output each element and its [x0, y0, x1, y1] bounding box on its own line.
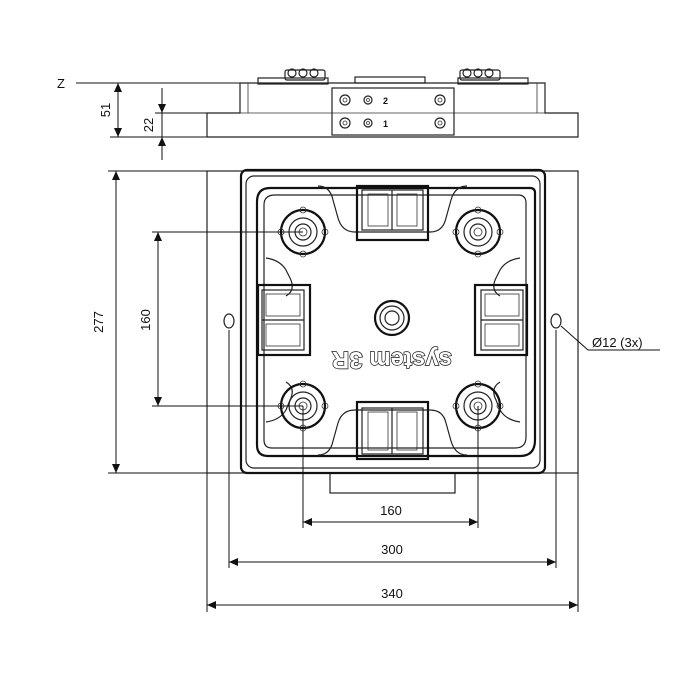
side-clamp-right [457, 68, 529, 85]
dim-340: 340 [206, 473, 579, 612]
dim-51-label: 51 [98, 103, 113, 117]
dim-300: 300 [228, 330, 557, 568]
hole-callout: Ø12 (3x) [560, 325, 660, 351]
dim-160-vertical: 160 [138, 231, 303, 407]
dim-300-label: 300 [381, 542, 403, 557]
clamp-unit-top-right [452, 206, 504, 258]
dim-277: 277 [91, 170, 207, 474]
z-label: Z [57, 76, 65, 91]
chuck-body-inner [255, 186, 537, 458]
dim-277-label: 277 [91, 311, 106, 333]
ref-block-bottom [355, 400, 430, 461]
ref-block-left [256, 283, 312, 357]
side-port-block: 2 1 [331, 87, 455, 136]
mounting-hole-right [550, 313, 562, 329]
dim-160-vertical-label: 160 [138, 309, 153, 331]
hole-callout-label: Ø12 (3x) [592, 335, 643, 350]
brand-text: system 3R [332, 346, 452, 373]
dim-51: 51 [98, 83, 207, 138]
dim-340-label: 340 [381, 586, 403, 601]
port-label-1: 1 [383, 119, 388, 129]
dim-160-horizontal-label: 160 [380, 503, 402, 518]
ref-block-top [355, 184, 430, 242]
dim-160-horizontal: 160 [302, 406, 479, 528]
lower-tab [329, 472, 456, 494]
chuck-body-outer [239, 168, 547, 475]
dim-22-label: 22 [141, 118, 156, 132]
ref-block-right [473, 283, 529, 357]
top-view: system 3R [206, 168, 579, 494]
dim-22: 22 [141, 88, 207, 160]
side-clamp-left [257, 68, 329, 85]
side-base [206, 82, 579, 138]
mounting-hole-left [223, 313, 235, 329]
side-view: Z 2 1 [57, 68, 579, 160]
port-label-2: 2 [383, 96, 388, 106]
center-port [373, 299, 411, 337]
